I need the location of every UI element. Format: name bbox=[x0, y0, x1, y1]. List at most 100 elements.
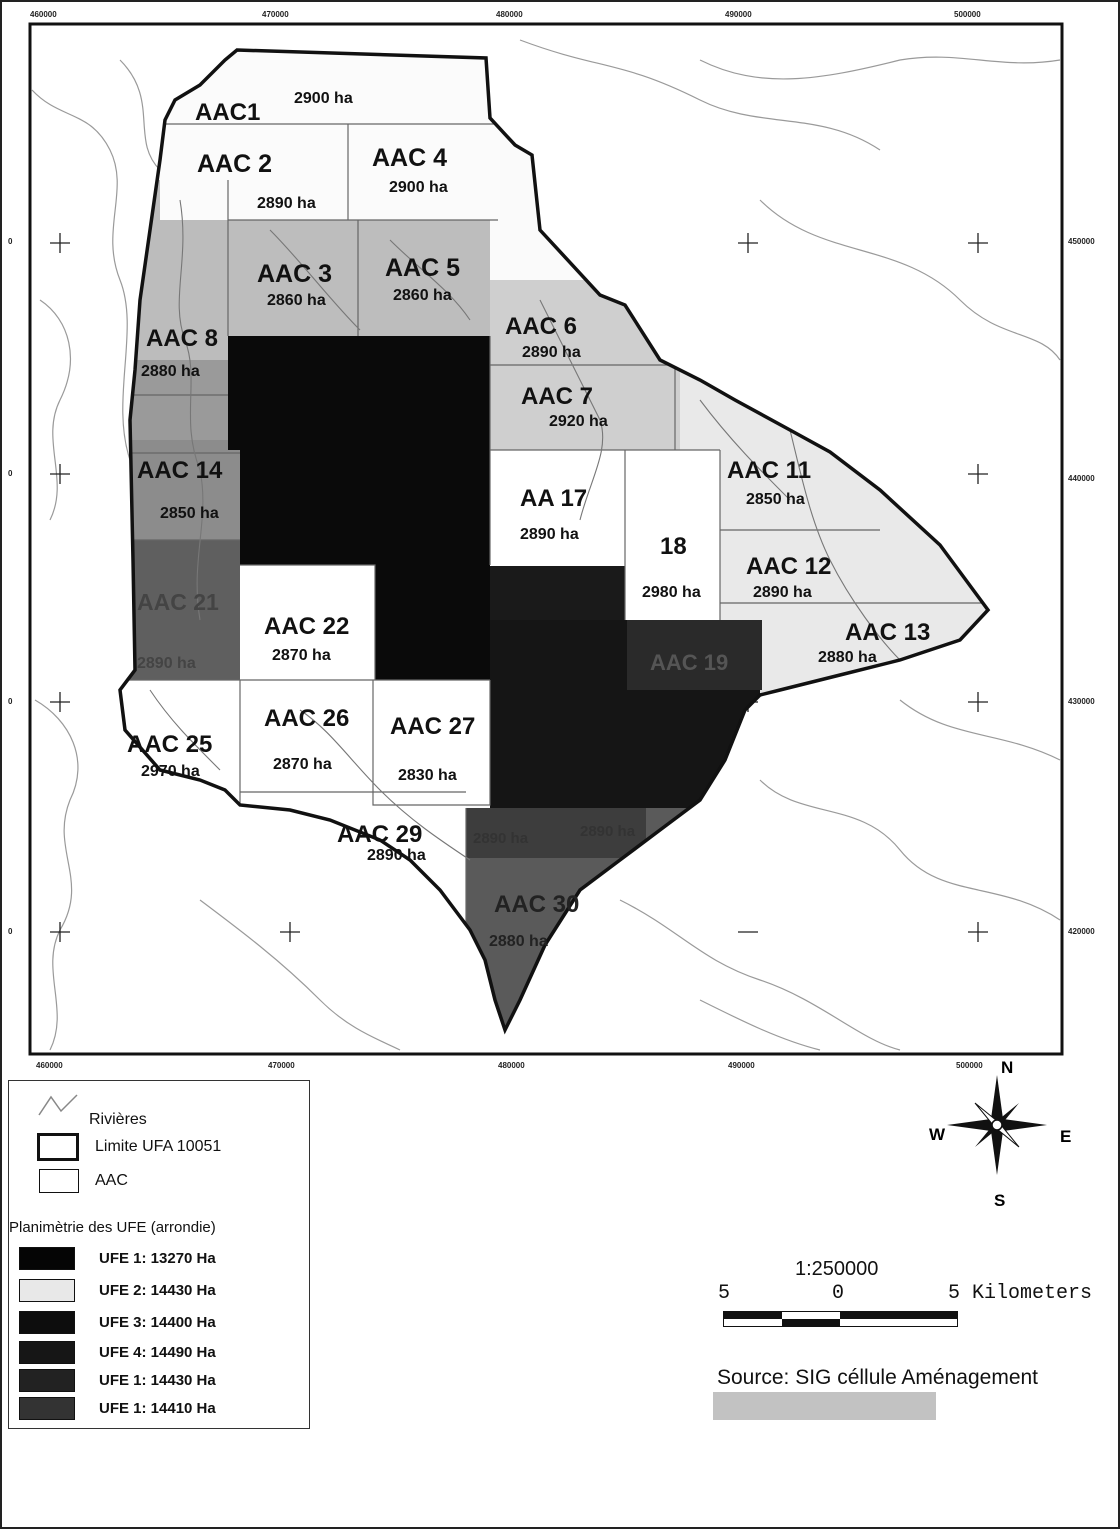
parcel-label: AAC 5 bbox=[385, 254, 460, 282]
parcel-label: AAC 21 bbox=[137, 589, 219, 615]
legend-aac: AAC bbox=[95, 1172, 128, 1189]
right-tick: 420000 bbox=[1068, 927, 1095, 936]
parcel-label: AAC 11 bbox=[727, 457, 811, 484]
scale-bar bbox=[723, 1311, 958, 1327]
parcel-label: AAC 26 bbox=[264, 705, 349, 732]
top-tick: 500000 bbox=[954, 10, 981, 19]
rivers-background bbox=[31, 39, 1061, 1051]
scale-center: 0 bbox=[832, 1282, 845, 1305]
bottom-tick: 490000 bbox=[728, 1061, 755, 1070]
right-tick: 450000 bbox=[1068, 237, 1095, 246]
boundary-swatch bbox=[37, 1133, 79, 1161]
ufe-swatch bbox=[19, 1369, 75, 1392]
parcel-area: 2860 ha bbox=[393, 287, 452, 304]
legend-ufe-item: UFE 2: 14430 Ha bbox=[99, 1282, 216, 1299]
top-tick: 470000 bbox=[262, 10, 289, 19]
parcel-label: AAC 4 bbox=[372, 144, 447, 172]
ufe-swatch bbox=[19, 1279, 75, 1302]
parcel-label: 18 bbox=[660, 533, 687, 560]
bottom-tick: 500000 bbox=[956, 1061, 983, 1070]
parcel-label: AAC 6 bbox=[505, 313, 577, 340]
top-tick: 460000 bbox=[30, 10, 57, 19]
parcel-label: AAC 30 bbox=[494, 891, 579, 918]
parcel-area: 2900 ha bbox=[294, 90, 353, 107]
source-credit: Source: SIG céllule Aménagement bbox=[717, 1366, 1039, 1389]
parcel-area: 2980 ha bbox=[642, 584, 701, 601]
aac-swatch bbox=[39, 1169, 79, 1193]
parcel-area: 2830 ha bbox=[398, 767, 457, 784]
left-tick: 0 bbox=[8, 237, 13, 246]
legend-boundary: Limite UFA 10051 bbox=[95, 1138, 222, 1155]
bottom-tick: 480000 bbox=[498, 1061, 525, 1070]
scale-left: 5 bbox=[718, 1282, 731, 1305]
parcel-area: 2970 ha bbox=[141, 763, 200, 780]
parcel-label: AAC 12 bbox=[746, 553, 831, 580]
parcel-label: AAC 7 bbox=[521, 383, 593, 410]
parcel-area: 2890 ha bbox=[367, 847, 426, 864]
river-symbol-icon bbox=[38, 1094, 78, 1116]
bottom-tick: 470000 bbox=[268, 1061, 295, 1070]
parcel-label: AAC 8 bbox=[146, 325, 218, 352]
legend-ufe-item: UFE 3: 14400 Ha bbox=[99, 1314, 216, 1331]
ufa-boundary bbox=[118, 48, 991, 1035]
top-tick: 490000 bbox=[725, 10, 752, 19]
parcel-area: 2890 ha bbox=[473, 830, 529, 847]
parcel-area: 2880 ha bbox=[141, 363, 200, 380]
parcel-area: 2860 ha bbox=[267, 292, 326, 309]
parcel-area: 2890 ha bbox=[522, 344, 581, 361]
legend-ufe-item: UFE 1: 14430 Ha bbox=[99, 1372, 216, 1389]
parcel-label: AAC 29 bbox=[337, 821, 422, 848]
parcel-area: 2870 ha bbox=[272, 647, 331, 664]
parcel-area: 2900 ha bbox=[389, 179, 448, 196]
parcel-area: 2850 ha bbox=[160, 505, 219, 522]
parcel-area: 2880 ha bbox=[489, 933, 548, 950]
parcel-area: 2890 ha bbox=[137, 655, 196, 672]
parcel-label: AAC 2 bbox=[197, 150, 272, 178]
parcel-area: 2920 ha bbox=[549, 413, 608, 430]
compass-w: W bbox=[929, 1125, 946, 1144]
scale-right: 5 Kilometers bbox=[948, 1282, 1093, 1305]
scale-ratio: 1:250000 bbox=[795, 1258, 879, 1280]
parcel-area: 2850 ha bbox=[746, 491, 805, 508]
ufe-swatch bbox=[19, 1397, 75, 1420]
parcel-label: AAC 13 bbox=[845, 619, 930, 646]
rivers-inside bbox=[149, 199, 901, 861]
legend-rivers: Rivières bbox=[89, 1111, 147, 1128]
compass-rose-icon bbox=[947, 1075, 1047, 1175]
compass-s: S bbox=[994, 1191, 1005, 1210]
left-tick: 0 bbox=[8, 469, 13, 478]
legend-ufe-title: Planimètrie des UFE (arrondie) bbox=[9, 1219, 216, 1236]
legend-ufe-item: UFE 1: 13270 Ha bbox=[99, 1250, 216, 1267]
parcel-area: 2890 ha bbox=[520, 526, 579, 543]
ufe-swatch bbox=[19, 1341, 75, 1364]
parcel-label: AAC 19 bbox=[650, 650, 728, 675]
right-tick: 440000 bbox=[1068, 474, 1095, 483]
source-bar bbox=[713, 1392, 936, 1420]
parcel-area: 2890 ha bbox=[753, 584, 812, 601]
compass-e: E bbox=[1060, 1127, 1071, 1146]
bottom-tick: 460000 bbox=[36, 1061, 63, 1070]
map-legend: Rivières Limite UFA 10051 AAC Planimètri… bbox=[8, 1080, 310, 1429]
left-tick: 0 bbox=[8, 927, 13, 936]
parcel-label: AAC 22 bbox=[264, 613, 349, 640]
legend-ufe-item: UFE 1: 14410 Ha bbox=[99, 1400, 216, 1417]
top-tick: 480000 bbox=[496, 10, 523, 19]
right-tick: 430000 bbox=[1068, 697, 1095, 706]
parcel-label: AAC 14 bbox=[137, 457, 223, 484]
ufe-swatch bbox=[19, 1311, 75, 1334]
parcel-area: 2880 ha bbox=[818, 649, 877, 666]
legend-ufe-item: UFE 4: 14490 Ha bbox=[99, 1344, 216, 1361]
compass-n: N bbox=[1001, 1058, 1013, 1077]
parcel-area: 2890 ha bbox=[257, 195, 316, 212]
parcel-area: 2890 ha bbox=[580, 823, 636, 840]
parcel-label: AAC1 bbox=[195, 99, 260, 126]
parcel-area: 2870 ha bbox=[273, 756, 332, 773]
parcel-label: AA 17 bbox=[520, 485, 587, 512]
left-tick: 0 bbox=[8, 697, 13, 706]
parcel-label: AAC 27 bbox=[390, 713, 475, 740]
parcel-label: AAC 3 bbox=[257, 260, 332, 288]
ufe-swatch bbox=[19, 1247, 75, 1270]
parcel-label: AAC 25 bbox=[127, 731, 212, 758]
